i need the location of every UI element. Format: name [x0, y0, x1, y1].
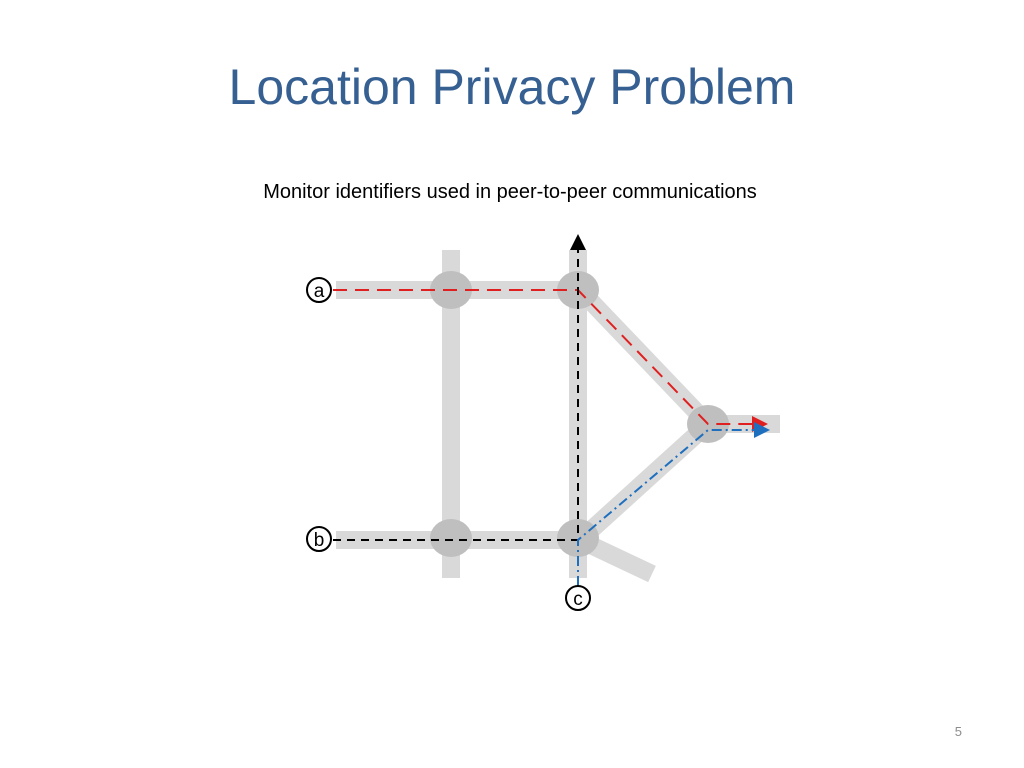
intersection-bottom-left [430, 519, 472, 557]
node-b-circle [306, 526, 332, 552]
path-c-blue-dashdot [577, 422, 770, 586]
node-c-circle [565, 585, 591, 611]
node-a: a [306, 277, 332, 303]
slide-subtitle: Monitor identifiers used in peer-to-peer… [263, 181, 757, 203]
node-a-label: a [314, 281, 325, 302]
node-b: b [306, 526, 332, 552]
intersection-bottom-middle [557, 519, 599, 557]
node-c-label: c [573, 589, 583, 610]
page-number: 5 [954, 724, 962, 739]
path-a-red-dashed [333, 289, 768, 432]
node-c: c [565, 585, 591, 611]
road-lower-diagonal [573, 417, 715, 547]
slide-title: Location Privacy Problem [228, 59, 796, 115]
node-b-label: b [314, 530, 325, 551]
node-a-circle [306, 277, 332, 303]
